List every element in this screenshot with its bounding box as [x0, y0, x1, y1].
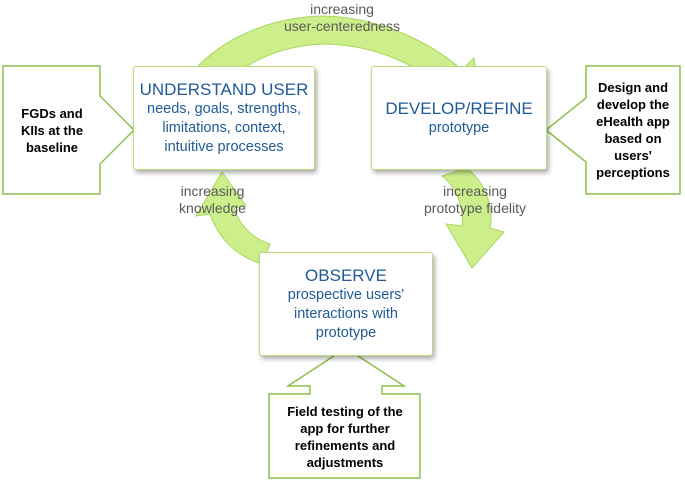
callout-right-line-6: perceptions	[596, 165, 670, 180]
box-develop-refine: DEVELOP/REFINE prototype	[371, 66, 547, 170]
box-observe-line-3: prototype	[315, 325, 377, 341]
label-prototype-fidelity: increasing prototype fidelity	[410, 183, 540, 217]
callout-bottom-line-1: Field testing of the	[287, 404, 403, 419]
callout-bottom-line-4: adjustments	[306, 455, 384, 470]
box-observe-title: OBSERVE	[305, 266, 387, 285]
box-understand-user-line-3: intuitive processes	[164, 139, 284, 155]
label-knowledge-line-1: increasing	[180, 183, 245, 199]
callout-left-text: FGDs and KIIs at the baseline	[6, 84, 98, 176]
cycle-arrow-right	[440, 167, 505, 269]
box-observe: OBSERVE prospective users' interactions …	[259, 252, 433, 356]
callout-right-line-4: based on	[604, 131, 662, 146]
callout-bottom-line-2: app for further	[300, 421, 390, 436]
box-understand-user-line-2: limitations, context,	[162, 120, 286, 136]
callout-bottom-shape	[268, 347, 421, 479]
callout-right-shape	[544, 65, 681, 195]
box-develop-refine-title: DEVELOP/REFINE	[385, 99, 533, 118]
label-prototype-fidelity-line-1: increasing	[443, 183, 507, 199]
label-user-centeredness-line-1: increasing	[310, 1, 374, 17]
box-observe-line-1: prospective users'	[287, 287, 405, 303]
callout-left-line-1: FGDs and	[21, 105, 83, 121]
callout-right-line-2: develop the	[596, 97, 670, 112]
label-user-centeredness: increasing user-centeredness	[262, 1, 422, 35]
label-knowledge: increasing knowledge	[165, 183, 260, 217]
box-understand-user-line-1: needs, goals, strengths,	[147, 101, 301, 117]
cycle-arrow-left	[195, 171, 271, 265]
callout-right-line-1: Design and	[597, 80, 669, 95]
callout-right-text: Design and develop the eHealth app based…	[586, 72, 680, 188]
label-prototype-fidelity-line-2: prototype fidelity	[424, 200, 526, 216]
callout-left-line-2: KIIs at the	[20, 122, 84, 138]
box-understand-user: UNDERSTAND USER needs, goals, strengths,…	[133, 66, 315, 170]
callout-left-line-3: baseline	[25, 139, 79, 155]
callout-left-shape	[2, 65, 136, 195]
box-develop-refine-line-1: prototype	[428, 120, 490, 136]
box-understand-user-title: UNDERSTAND USER	[139, 80, 309, 99]
callout-bottom-line-3: refinements and	[294, 438, 396, 453]
callout-bottom-text: Field testing of the app for further ref…	[270, 400, 420, 474]
callout-right-line-5: users'	[614, 148, 652, 163]
callout-right-line-3: eHealth app	[596, 114, 670, 129]
box-observe-line-2: interactions with	[294, 306, 398, 322]
label-knowledge-line-2: knowledge	[179, 200, 246, 216]
label-user-centeredness-line-2: user-centeredness	[284, 18, 400, 34]
